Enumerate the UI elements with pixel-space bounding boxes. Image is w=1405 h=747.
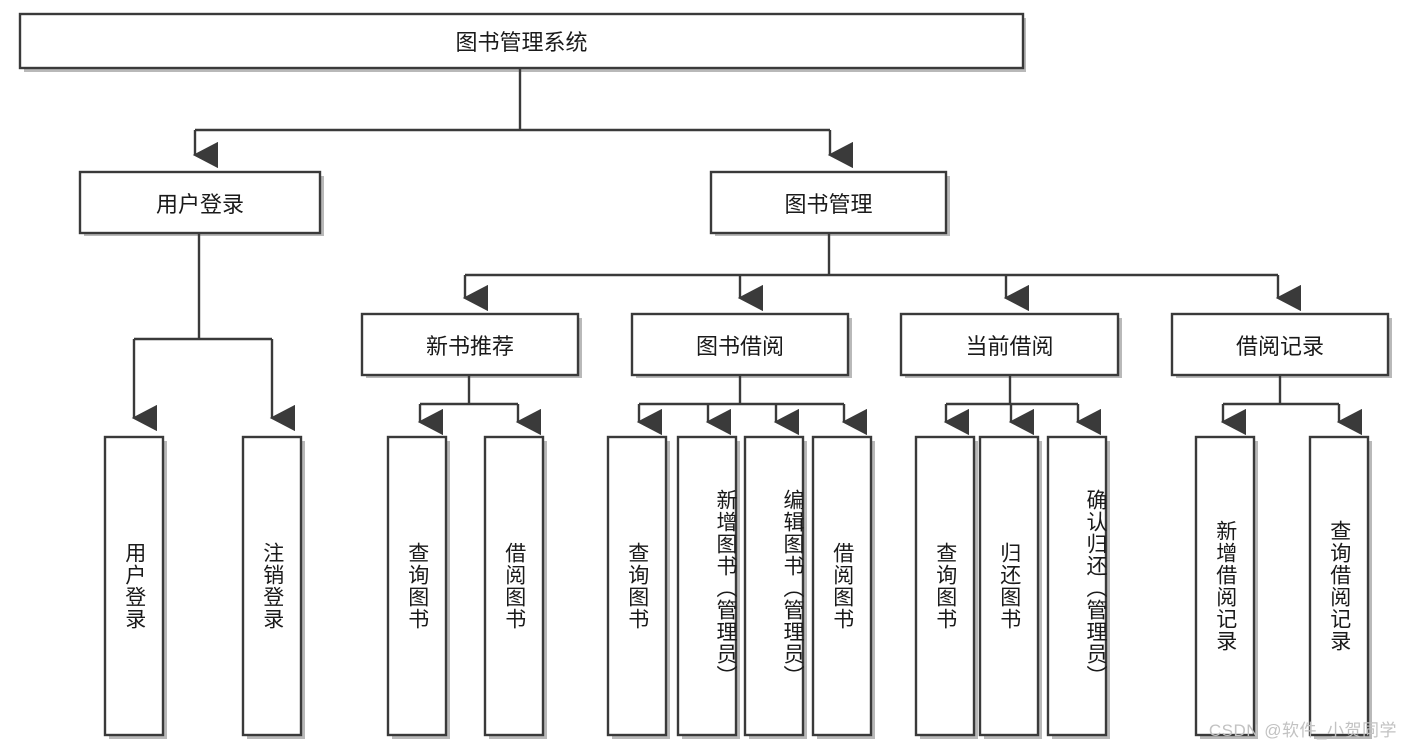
leaf-borrow-book[interactable] bbox=[811, 435, 873, 737]
leaf-add-borrow-record[interactable] bbox=[1194, 435, 1256, 737]
connectors bbox=[131, 69, 1363, 436]
leaf-query-book-borrow[interactable] bbox=[606, 435, 668, 737]
csdn-watermark: CSDN @软件_小贺同学 bbox=[1208, 721, 1397, 740]
leaf-borrow-book-recommend[interactable] bbox=[483, 435, 545, 737]
leaf-query-borrow-record[interactable] bbox=[1308, 435, 1370, 737]
leaf-query-book-recommend[interactable] bbox=[386, 435, 448, 737]
leaf-return-book[interactable] bbox=[978, 435, 1040, 737]
node-current-borrow[interactable] bbox=[899, 312, 1120, 377]
node-user-login[interactable] bbox=[78, 170, 322, 235]
node-book-borrow[interactable] bbox=[630, 312, 850, 377]
node-new-book-recommend[interactable] bbox=[360, 312, 580, 377]
leaf-add-book-admin[interactable] bbox=[676, 435, 738, 737]
node-root-book-management-system[interactable] bbox=[18, 12, 1025, 70]
node-borrow-record[interactable] bbox=[1170, 312, 1390, 377]
leaf-confirm-return-admin[interactable] bbox=[1046, 435, 1108, 737]
leaf-logout-login[interactable] bbox=[241, 435, 303, 737]
node-book-management[interactable] bbox=[709, 170, 948, 235]
leaf-query-book-current[interactable] bbox=[914, 435, 976, 737]
leaf-user-login[interactable] bbox=[103, 435, 165, 737]
leaf-edit-book-admin[interactable] bbox=[743, 435, 805, 737]
